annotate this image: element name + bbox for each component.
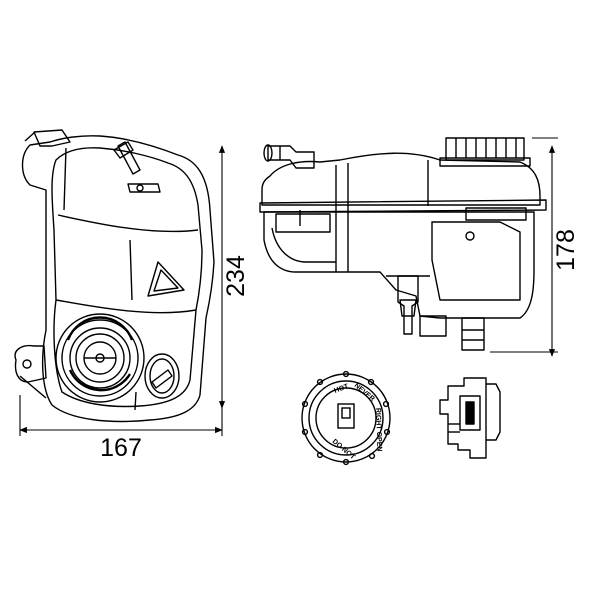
cap-text-bottom: DO NOT: [331, 438, 357, 461]
level-sensor: [419, 315, 447, 337]
bottom-mount-tab: [14, 344, 47, 383]
cap-text-top: HOT: [333, 383, 350, 395]
dim-height-front-label: 234: [222, 255, 250, 297]
cap-section-view: [439, 377, 501, 459]
inlet-nozzle: [117, 141, 141, 175]
hose-connector: [267, 145, 315, 169]
cap-outer-ring: [301, 373, 391, 463]
triangle-marking: [147, 261, 185, 297]
cap-top-view: [301, 370, 391, 466]
dim-width-label: 167: [100, 434, 142, 462]
side-body-lower: [263, 211, 535, 319]
front-secondary-port: [144, 353, 180, 399]
cap-section-outline: [439, 377, 501, 459]
side-view-tank: [259, 137, 547, 351]
side-dimensions: [490, 137, 558, 357]
tank-outline: [21, 135, 215, 423]
front-view-tank: [14, 129, 215, 423]
outlet-pipe: [461, 317, 485, 351]
front-dimensions: [19, 145, 226, 436]
front-cap: [55, 313, 145, 403]
side-flange: [259, 199, 547, 213]
side-body-upper: [261, 152, 541, 206]
dim-height-side-label: 178: [552, 229, 580, 271]
cap-center-symbol: [337, 403, 355, 429]
tank-inner-contour: [51, 147, 203, 408]
filler-neck: [445, 137, 525, 161]
cap-text-right: RIGHT OPEN: [374, 408, 383, 452]
